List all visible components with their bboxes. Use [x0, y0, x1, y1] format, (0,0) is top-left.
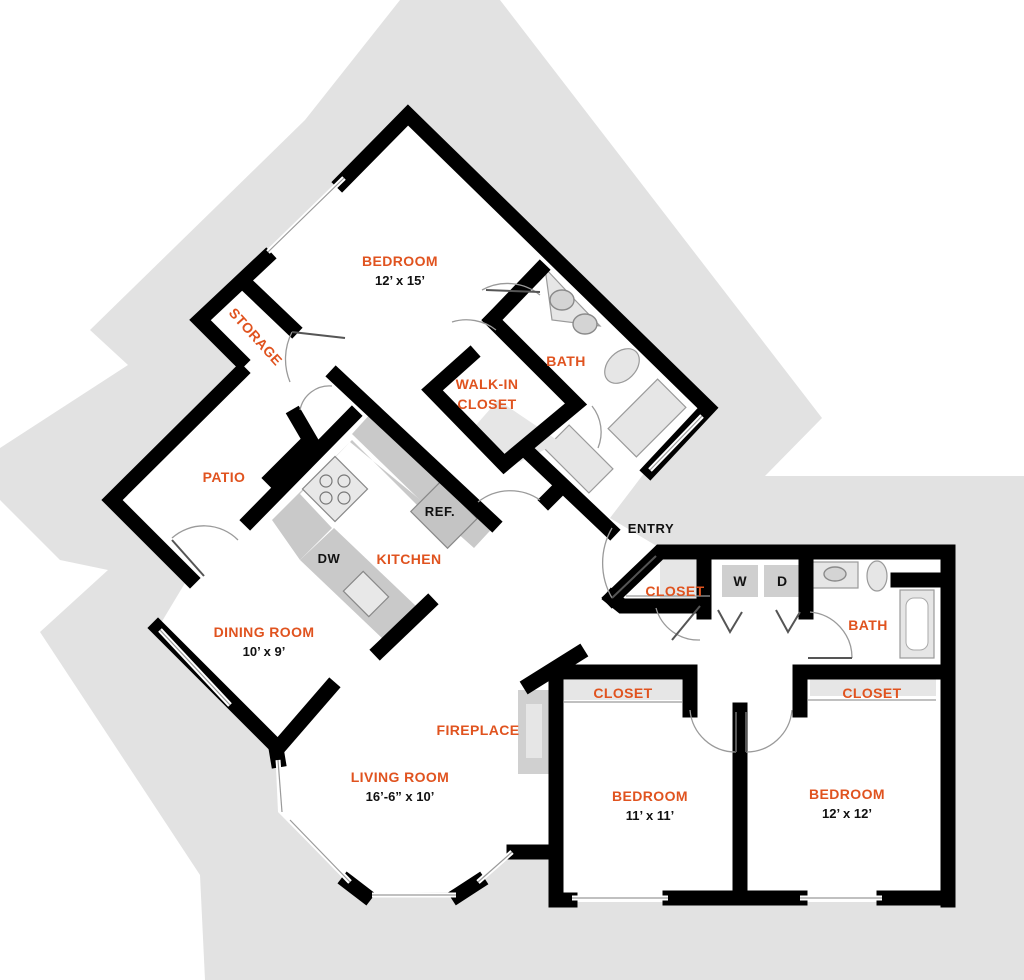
bedroom-2-closet-label: CLOSET	[593, 685, 652, 701]
bedroom-3-closet-label: CLOSET	[842, 685, 901, 701]
laundry-appliances	[722, 565, 800, 597]
walkin-closet-label-line1: WALK-IN	[456, 376, 519, 392]
fireplace-label: FIREPLACE	[437, 722, 520, 738]
sink-icon	[572, 313, 598, 335]
closet-tracks	[564, 595, 936, 703]
shower-icon	[544, 424, 614, 494]
kitchen-counters	[272, 412, 500, 640]
bedroom-2-size: 11’ x 11’	[626, 808, 674, 823]
master-bath-fixtures	[544, 266, 687, 494]
windows	[158, 176, 882, 901]
dryer	[764, 565, 800, 597]
doors	[171, 282, 853, 753]
dining-room-label: DINING ROOM	[214, 624, 315, 640]
entry-label: ENTRY	[628, 521, 675, 536]
living-room-size: 16’-6” x 10’	[366, 789, 435, 804]
walkin-closet-label-line2: CLOSET	[457, 396, 516, 412]
sink-icon	[549, 289, 575, 311]
toilet-icon	[604, 348, 640, 384]
second-bath-fixtures	[811, 560, 935, 659]
washer-label: W	[733, 573, 747, 589]
bedroom-3-label: BEDROOM	[809, 786, 885, 802]
dining-room-size: 10’ x 9’	[243, 644, 286, 659]
second-bath-label: BATH	[848, 617, 887, 633]
hall-closet-label: CLOSET	[645, 583, 704, 599]
master-bath-label: BATH	[546, 353, 585, 369]
master-bedroom-size: 12’ x 15’	[375, 273, 425, 288]
dryer-label: D	[777, 573, 787, 589]
fireplace	[518, 690, 550, 774]
bathtub-icon	[607, 378, 687, 458]
master-bedroom-label: BEDROOM	[362, 253, 438, 269]
kitchen-label: KITCHEN	[376, 551, 441, 567]
refrigerator-label: REF.	[425, 504, 456, 519]
washer	[722, 565, 758, 597]
closet-shelves	[470, 400, 936, 700]
bedroom-3-size: 12’ x 12’	[822, 806, 872, 821]
bedroom-2-label: BEDROOM	[612, 788, 688, 804]
sink	[342, 570, 390, 618]
toilet-icon	[866, 560, 888, 592]
dishwasher-label: DW	[318, 551, 341, 566]
living-room-label: LIVING ROOM	[351, 769, 450, 785]
patio-label: PATIO	[203, 469, 246, 485]
stove	[301, 455, 369, 523]
